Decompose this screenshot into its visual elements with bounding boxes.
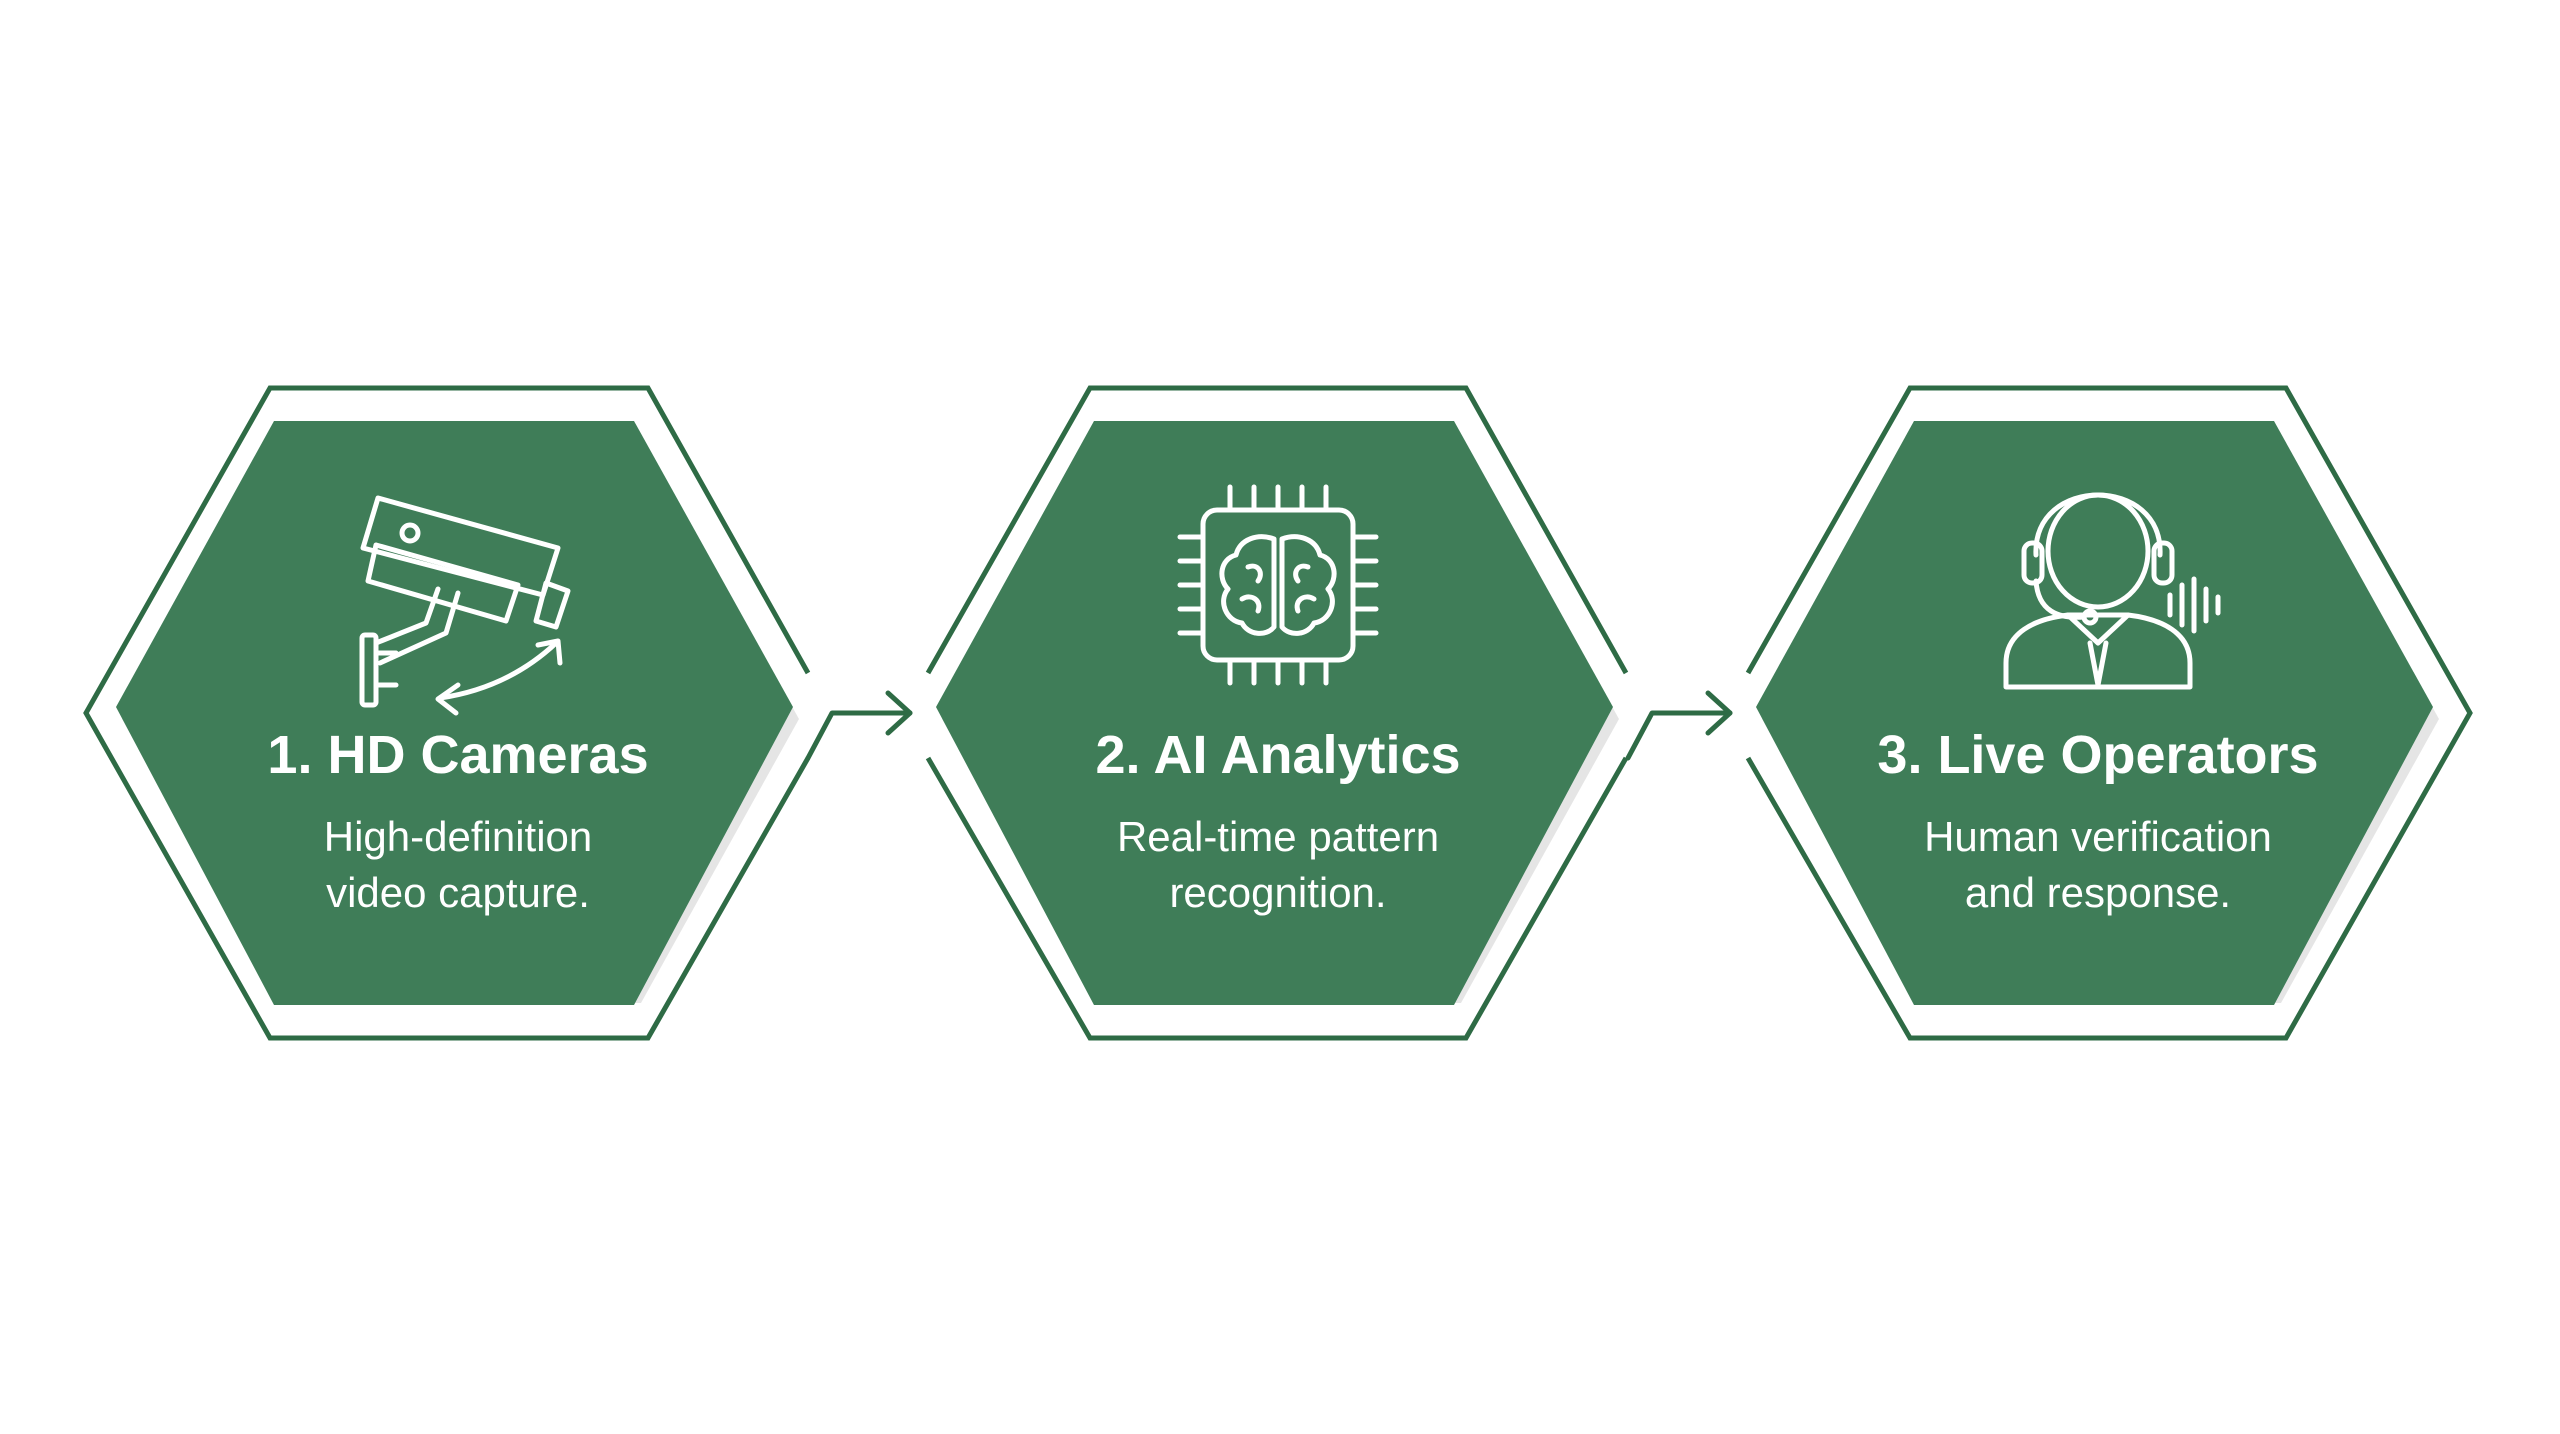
step-1-description-line1: High-definition <box>324 813 593 860</box>
step-2-title: 2. AI Analytics <box>1095 725 1460 785</box>
step-1-hexagon: 1. HD Cameras High-definition video capt… <box>83 385 811 1041</box>
step-3-hexagon: 3. Live Operators Human verification and… <box>1745 385 2473 1041</box>
step-3-description-line1: Human verification <box>1924 813 2272 860</box>
step-3-description-line2: and response. <box>1965 869 2231 916</box>
connector-1 <box>805 690 913 761</box>
step-1-title: 1. HD Cameras <box>267 725 648 785</box>
security-camera-icon <box>359 495 571 716</box>
step-2-description-line2: recognition. <box>1169 869 1386 916</box>
connector-2 <box>1625 690 1733 761</box>
step-1-description-line2: video capture. <box>326 869 590 916</box>
step-2-description-line1: Real-time pattern <box>1117 813 1439 860</box>
step-1-frame-upper <box>83 385 811 1041</box>
step-2-fill <box>936 421 1613 1005</box>
arrow-right-icon <box>1625 690 1733 761</box>
step-2-frame-right <box>925 385 1629 675</box>
step-3-fill <box>1756 421 2433 1005</box>
step-3-frame-upper <box>1745 385 2473 1041</box>
ai-brain-chip-icon <box>1177 484 1379 686</box>
step-2-frame-lower <box>925 756 1629 1041</box>
step-3-title: 3. Live Operators <box>1877 725 2318 785</box>
arrow-right-icon <box>805 690 913 761</box>
step-2-hexagon: 2. AI Analytics Real-time pattern recogn… <box>925 385 1629 1041</box>
operator-headset-icon <box>2003 492 2221 690</box>
